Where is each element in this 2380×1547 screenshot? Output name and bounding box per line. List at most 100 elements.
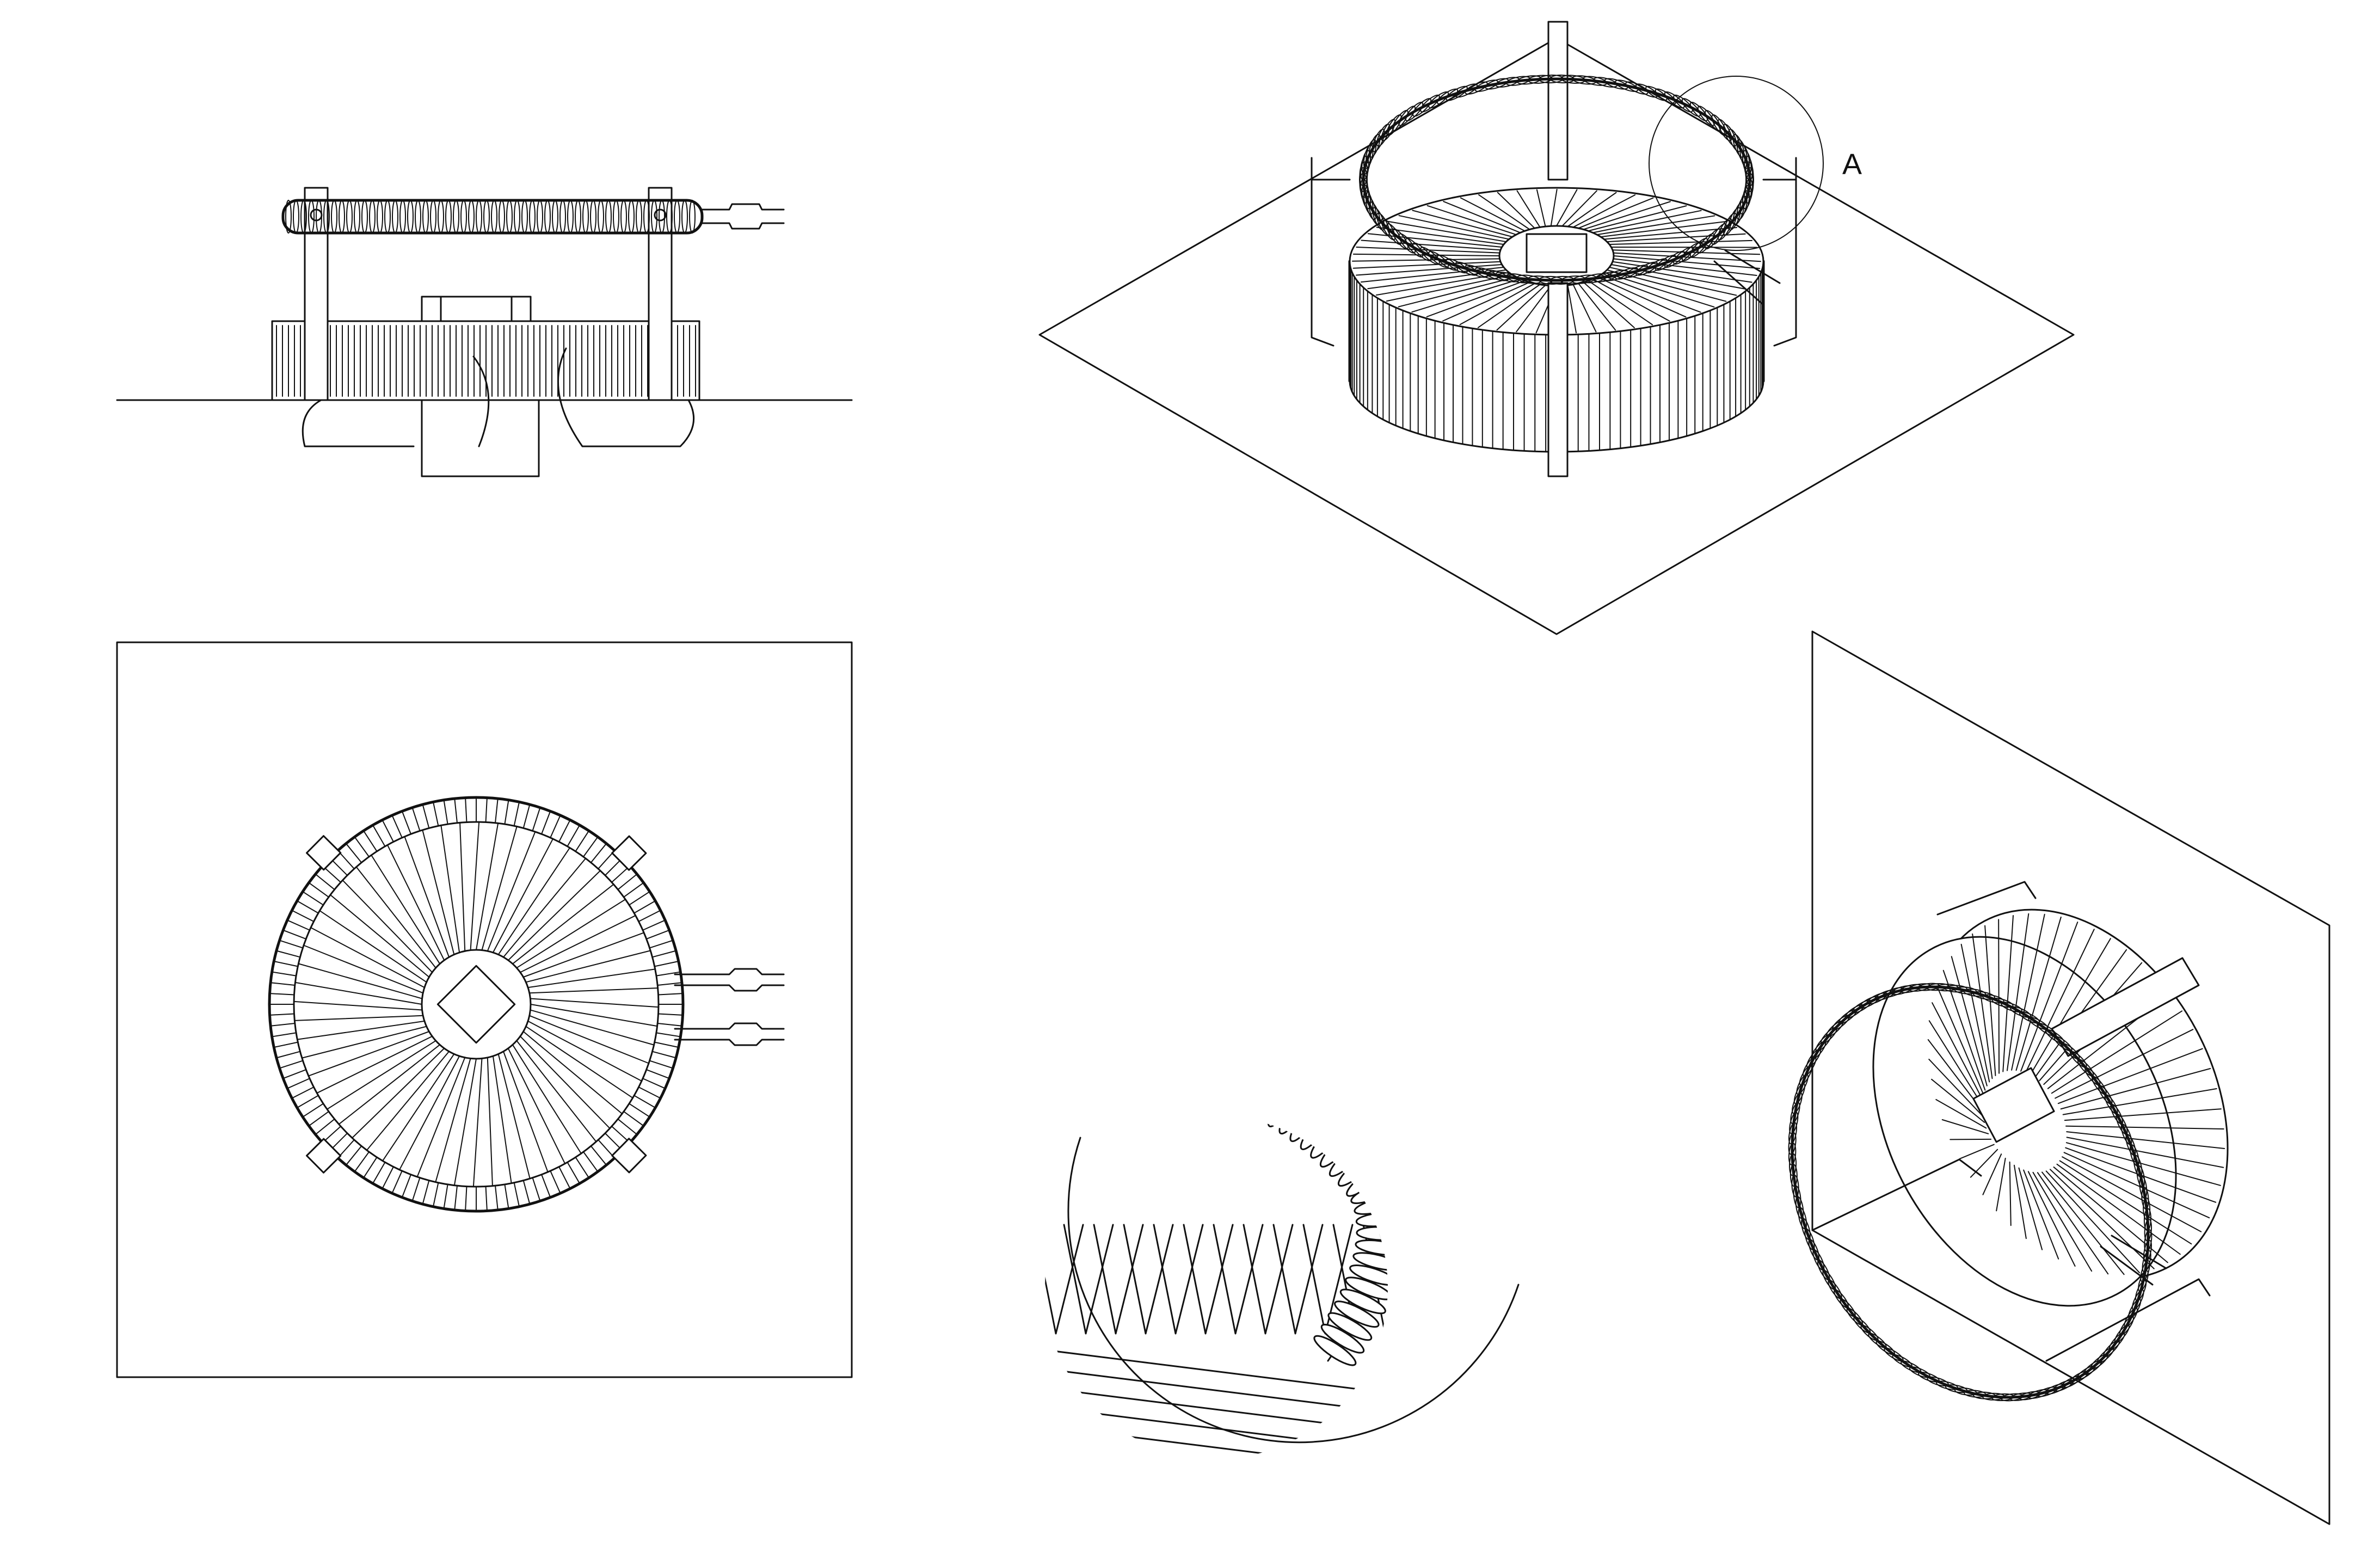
detail-coil-winding — [1178, 1040, 1206, 1090]
wall-coil-winding — [2115, 1113, 2128, 1135]
iso-top-spoke — [1550, 189, 1558, 227]
iso-coil-winding — [1412, 98, 1432, 117]
rim-tick — [345, 843, 362, 863]
coil-winding — [544, 200, 551, 234]
rim-tick — [550, 1170, 561, 1194]
iso-coil-winding — [1527, 75, 1553, 84]
detail-coil-winding — [1319, 1129, 1357, 1168]
guard-spoke — [519, 914, 636, 973]
rim-tick — [291, 1086, 315, 1099]
detail-coil-winding — [1278, 1116, 1310, 1135]
coil-winding — [552, 200, 558, 234]
iso-top-spoke — [1609, 240, 1753, 245]
wall-coil-winding — [1982, 994, 2004, 1004]
wall-coil-winding — [2084, 1067, 2101, 1086]
wall-coil-winding — [2104, 1094, 2118, 1115]
rim-tick — [296, 1095, 319, 1108]
detail-label: A — [1842, 148, 1862, 181]
rim-tick — [634, 900, 656, 914]
iso-coil-winding — [1645, 85, 1668, 101]
guard-spoke — [440, 825, 460, 953]
detail-guard-wire — [1423, 1225, 1472, 1334]
coil-winding — [491, 200, 497, 234]
wall-coil-winding — [2139, 1176, 2148, 1199]
wall-coil-winding — [2090, 1353, 2109, 1370]
wall-guard-spoke — [2032, 1171, 2093, 1272]
wall-coil-winding — [1834, 1289, 1849, 1309]
coil-winding — [323, 200, 330, 234]
wall-guard-spoke — [2056, 1163, 2181, 1255]
detail-coil-winding — [1166, 1035, 1192, 1086]
detail-guard-ring — [1045, 1387, 1388, 1433]
wall-mounting-brackets — [1811, 881, 2211, 1362]
rim-tick — [422, 803, 430, 829]
iso-coil-winding — [1428, 91, 1449, 109]
wall-guard-spoke — [2025, 929, 2095, 1073]
wall-guard-spoke — [2055, 1029, 2194, 1099]
guard-spoke — [294, 981, 422, 1005]
iso-top-spoke — [1600, 274, 1701, 313]
wall-coil-winding — [2129, 1144, 2139, 1167]
wall-guard-spoke — [2006, 913, 2030, 1071]
rim-tick — [550, 814, 561, 838]
rim-tick — [657, 982, 682, 986]
iso-coil-winding — [1655, 88, 1676, 105]
rim-tick — [638, 910, 661, 922]
guard-spoke — [492, 1055, 512, 1184]
wall-coil-winding — [1817, 1260, 1830, 1281]
wall-coil-winding — [2001, 1002, 2022, 1013]
coil-winding — [643, 200, 650, 234]
guard-spoke — [338, 1044, 441, 1125]
rim-tick — [567, 824, 580, 847]
guard-spoke — [330, 894, 430, 978]
rim-tick — [558, 1166, 571, 1189]
detail-guard-ring — [1045, 1406, 1388, 1452]
detail-guard-wire — [1153, 1224, 1204, 1335]
wall-coil-winding — [2053, 1036, 2072, 1052]
wall-guard-spoke — [2020, 922, 2078, 1072]
rim-tick — [642, 1078, 666, 1089]
rim-tick — [649, 940, 674, 949]
detail-guard-ring — [1045, 1368, 1388, 1414]
wall-coil-winding — [2120, 1124, 2132, 1145]
detail-coil-winding — [1352, 1252, 1388, 1271]
detail-coil-winding — [1334, 1300, 1380, 1328]
detail-guard-wire — [1272, 1224, 1324, 1335]
rim-tick — [465, 1186, 468, 1212]
wall-guard-spoke — [1928, 1020, 1983, 1106]
detail-coil-winding — [1289, 1116, 1323, 1143]
wall-coil-winding — [2098, 1085, 2113, 1105]
rim-tick — [582, 836, 599, 857]
rim-tick — [485, 1186, 488, 1212]
rim-tick — [282, 1069, 307, 1079]
iso-top-spoke — [1613, 255, 1761, 269]
wall-coil-winding — [2036, 1386, 2058, 1397]
wall-coil-winding — [1991, 997, 2014, 1008]
iso-coil-winding — [1368, 133, 1381, 158]
iso-top-spoke — [1606, 233, 1746, 243]
coil-winding — [689, 200, 696, 234]
wall-guard-spoke — [1959, 1144, 1995, 1159]
detail-coil-winding — [1300, 1116, 1334, 1150]
iso-top-spoke — [1386, 220, 1507, 243]
wall-coil-winding — [2027, 1389, 2050, 1399]
detail-guard-wire — [1063, 1224, 1114, 1335]
iso-coil-winding — [1376, 124, 1390, 147]
clamp-nw — [306, 835, 342, 871]
iso-terminal-leads — [1713, 249, 1781, 306]
wall-coil-winding — [2136, 1165, 2145, 1188]
detail-coil-winding — [1216, 1054, 1247, 1104]
coil-winding — [636, 200, 642, 234]
wall-guard-spoke — [1928, 1058, 1984, 1118]
rim-tick — [495, 798, 499, 824]
coil-winding — [354, 200, 360, 234]
wall-coil-winding — [2083, 1360, 2102, 1376]
detail-coil-winding — [1327, 1312, 1373, 1341]
wall-coil-winding — [1927, 1376, 1949, 1387]
rim-tick — [655, 1032, 681, 1038]
iso-coil-winding — [1697, 106, 1715, 126]
iso-top-spoke — [1578, 197, 1654, 229]
wall-coil-winding — [1866, 992, 1888, 1005]
wall-coil-winding — [2141, 1187, 2149, 1210]
wall-guard-spoke — [2051, 1010, 2183, 1094]
